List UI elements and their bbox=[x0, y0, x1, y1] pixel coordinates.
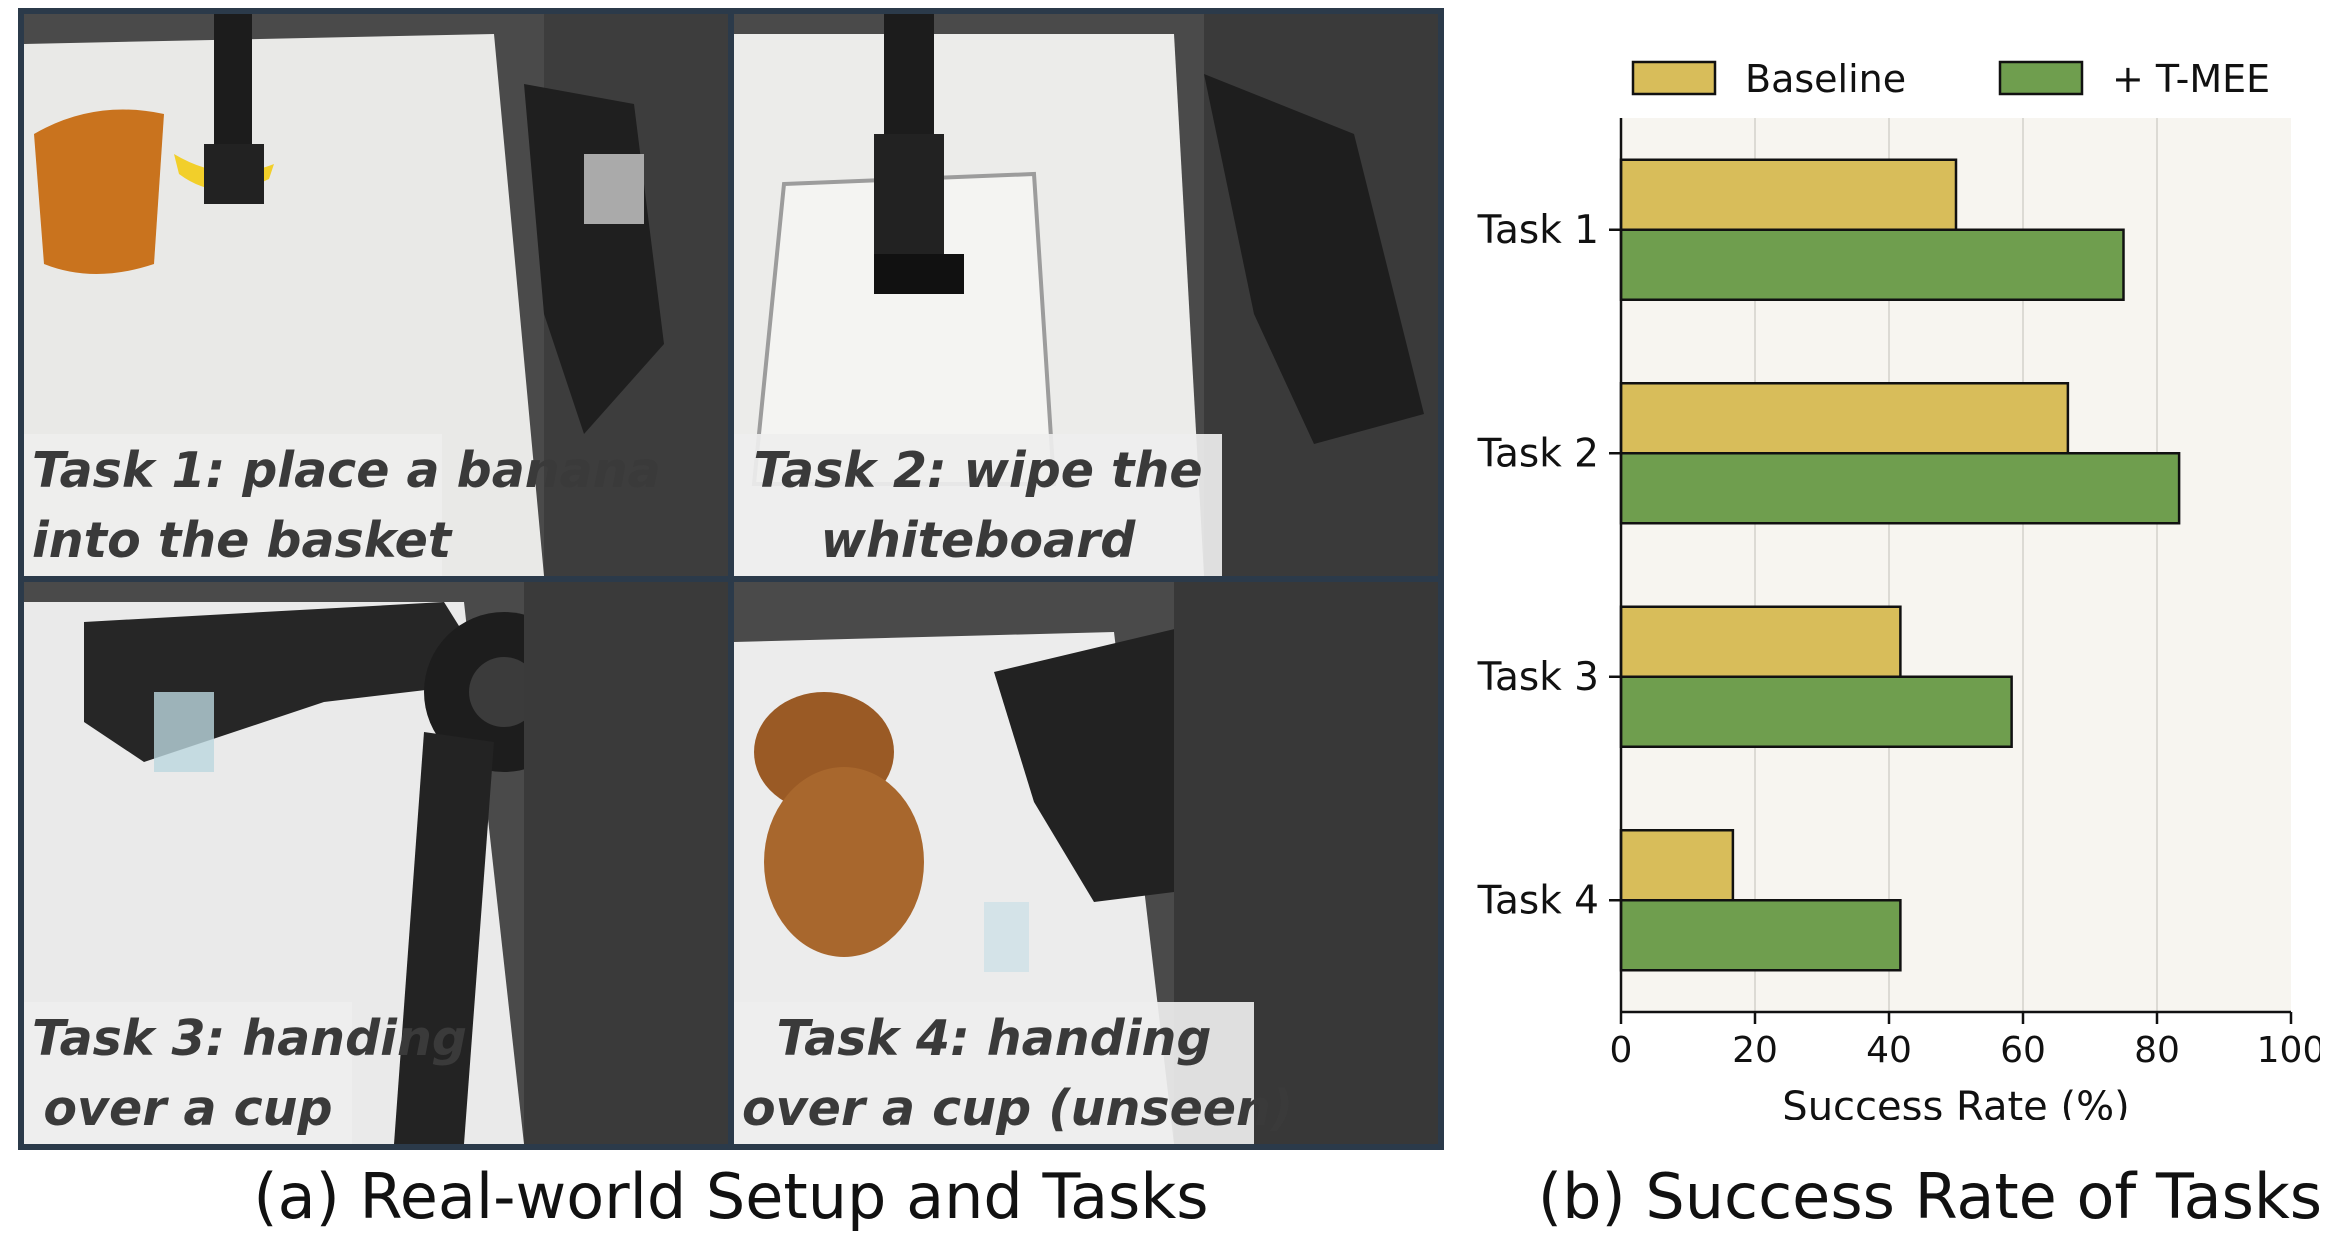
y-tick-label: Task 1 bbox=[1477, 208, 1599, 253]
task-3-caption: Task 3: handing over a cup bbox=[24, 1002, 467, 1144]
legend-label-baseline: Baseline bbox=[1745, 60, 1906, 101]
photo-panel-task-4: Task 4: handing over a cup (unseen) bbox=[734, 582, 1438, 1144]
bar-tmee-task-2 bbox=[1619, 452, 2181, 525]
bar-baseline-task-4 bbox=[1619, 829, 1735, 902]
bar-tmee-task-4 bbox=[1619, 899, 1902, 972]
task-2-caption-line-1: Task 2: wipe the bbox=[753, 442, 1203, 499]
task-1-caption: Task 1: place a banana into the basket bbox=[24, 434, 661, 576]
x-axis-title: Success Rate (%) bbox=[1782, 1084, 2129, 1120]
task-1-caption-line-1: Task 1: place a banana bbox=[32, 442, 661, 499]
figure-caption-a: (a) Real-world Setup and Tasks bbox=[253, 1160, 1209, 1233]
bar-tmee-task-1 bbox=[1619, 228, 2125, 301]
x-tick-label: 0 bbox=[1610, 1030, 1633, 1071]
photo-panel-task-2: Task 2: wipe the whiteboard bbox=[734, 14, 1438, 576]
bar-tmee-task-3 bbox=[1619, 675, 2013, 748]
bar-baseline-task-1 bbox=[1619, 158, 1958, 231]
task-2-caption-line-2: whiteboard bbox=[820, 512, 1136, 569]
task-1-caption-line-2: into the basket bbox=[32, 512, 452, 569]
photo-panel-task-1: Task 1: place a banana into the basket bbox=[24, 14, 728, 576]
success-rate-chart: Task 1 Task 2 Task 3 Task 4 0 20 40 60 80 100Succ… bbox=[1477, 60, 2320, 1120]
legend-swatch-baseline bbox=[1631, 60, 1717, 96]
photo-panel-task-3: Task 3: handing over a cup bbox=[24, 582, 728, 1144]
bar-baseline-task-3 bbox=[1619, 605, 1902, 678]
legend-label-tmee: + T-MEE bbox=[2112, 60, 2270, 101]
task-4-caption: Task 4: handing over a cup (unseen) bbox=[734, 1002, 1294, 1144]
x-tick-label: 100 bbox=[2257, 1030, 2320, 1071]
task-3-caption-line-2: over a cup bbox=[43, 1080, 333, 1137]
task-3-caption-line-1: Task 3: handing bbox=[32, 1010, 467, 1067]
legend-swatch-tmee bbox=[1998, 60, 2084, 96]
x-tick-label: 60 bbox=[2000, 1030, 2046, 1071]
figure-caption-b: (b) Success Rate of Tasks bbox=[1537, 1160, 2323, 1233]
x-tick-label: 20 bbox=[1732, 1030, 1778, 1071]
y-tick-label: Task 4 bbox=[1477, 878, 1599, 923]
y-tick-label: Task 3 bbox=[1477, 655, 1599, 700]
photo-grid: Task 1: place a banana into the basket T… bbox=[18, 8, 1444, 1150]
task-4-caption-line-1: Task 4: handing bbox=[776, 1010, 1212, 1067]
x-tick-label: 80 bbox=[2134, 1030, 2180, 1071]
bar-baseline-task-2 bbox=[1619, 382, 2070, 455]
task-2-caption: Task 2: wipe the whiteboard bbox=[734, 434, 1222, 576]
task-4-caption-line-2: over a cup (unseen) bbox=[742, 1080, 1294, 1137]
x-tick-label: 40 bbox=[1866, 1030, 1912, 1071]
y-tick-label: Task 2 bbox=[1477, 431, 1599, 476]
